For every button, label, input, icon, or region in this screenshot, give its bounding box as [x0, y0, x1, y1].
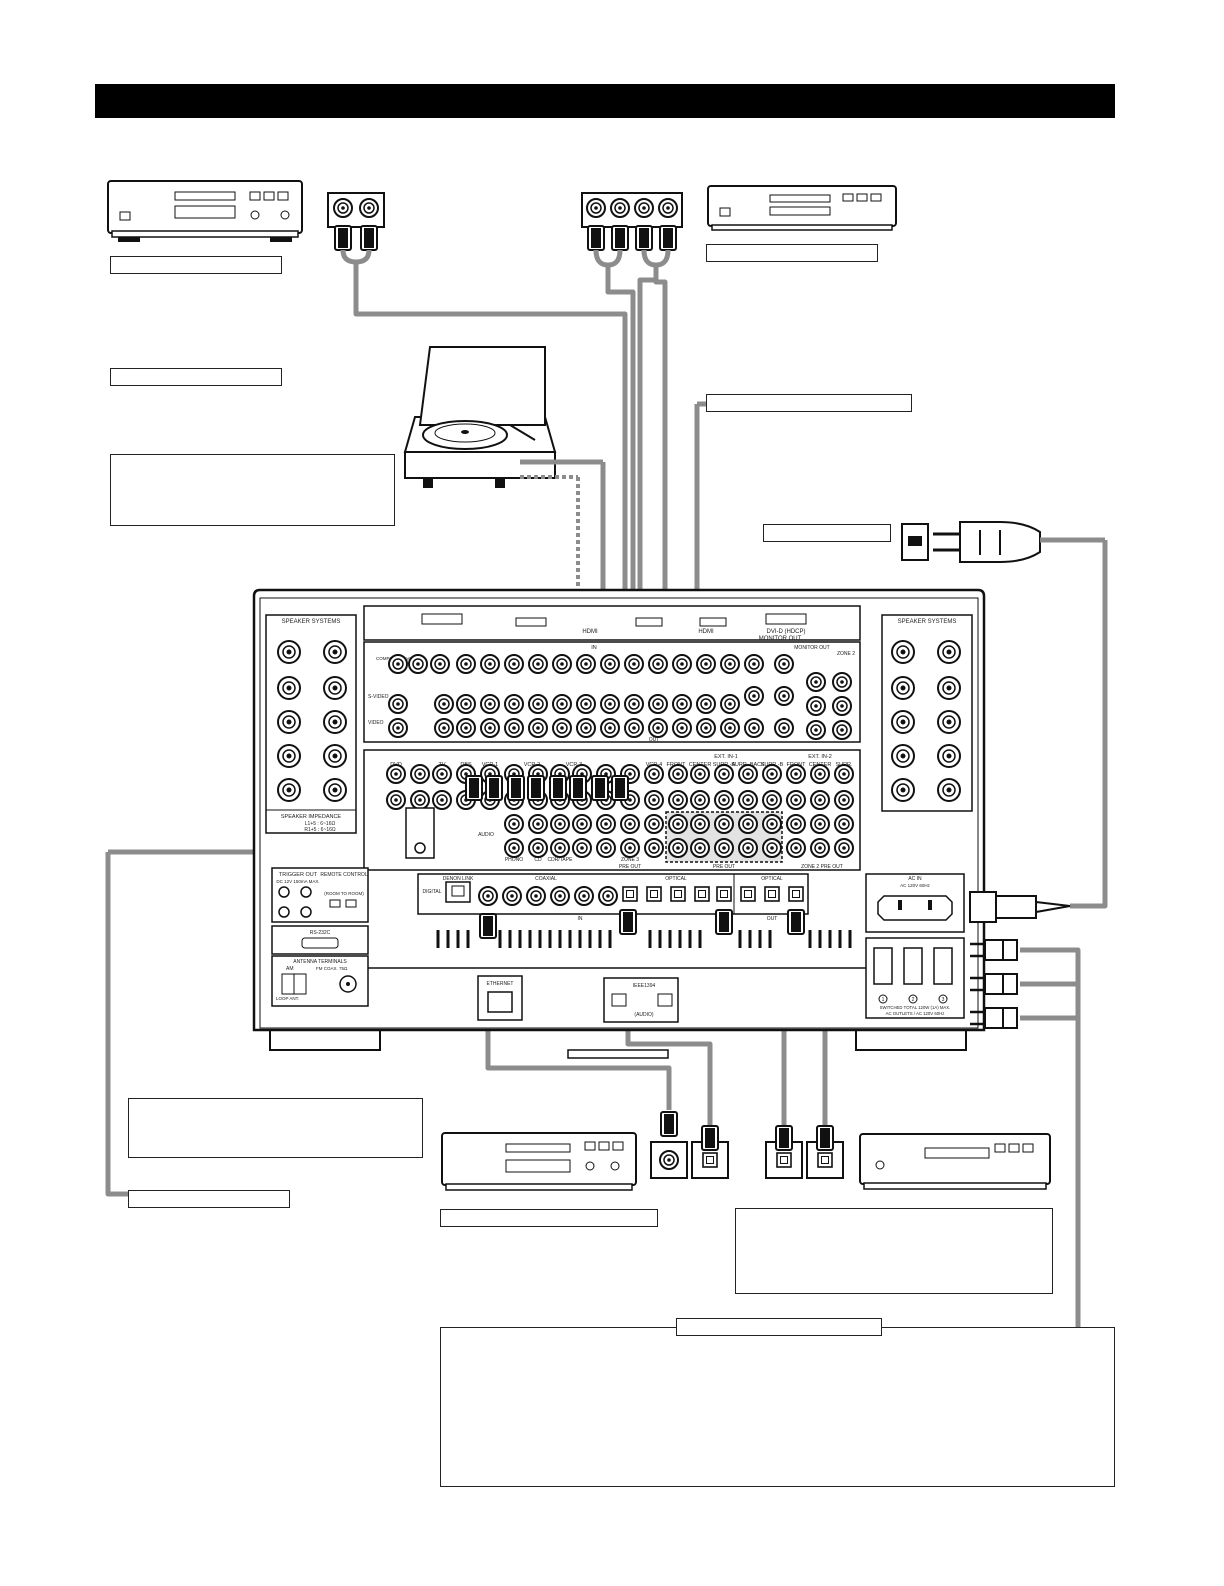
- label-box-dvd-recorder: [706, 244, 878, 262]
- digital-deck-device: [441, 1132, 637, 1191]
- video-section: IN COMPONENT VIDEO S-VIDEO VIDEO OUT MON…: [363, 641, 861, 743]
- digital-out-label: OUT: [767, 916, 778, 922]
- label-box-cd-player: [110, 256, 282, 274]
- ext-in1-label: EXT. IN-1: [714, 754, 738, 760]
- digital-io-section: DENON LINK DIGITAL COAXIAL OPTICAL OPTIC…: [417, 873, 809, 939]
- speaker-impedance-title: SPEAKER IMPEDANCE: [281, 814, 342, 820]
- hdmi-in-label: HDMI: [582, 629, 598, 635]
- trigger-remote-panel: TRIGGER OUT DC 12V 150mA MAX. REMOTE CON…: [271, 867, 369, 923]
- ac-in-label: AC IN: [908, 876, 922, 882]
- video-label: VIDEO: [368, 720, 384, 726]
- trigger-out-label: TRIGGER OUT: [279, 872, 318, 878]
- ac-outlets-label: SWITCHED TOTAL 120W (1A) MAX.: [880, 1005, 951, 1010]
- room-to-room-label: (ROOM TO ROOM): [324, 891, 364, 896]
- loop-ant-label: LOOP ANT.: [276, 996, 299, 1001]
- speaker-systems-right-title: SPEAKER SYSTEMS: [898, 619, 957, 625]
- pre-out-label-1: PRE OUT: [619, 864, 641, 870]
- label-box-digital-deck: [440, 1209, 658, 1227]
- network-section: ETHERNET IEEE1394 (AUDIO): [477, 975, 679, 1023]
- zone2-pre-out-label: ZONE 2 PRE OUT: [801, 864, 843, 870]
- label-box-ac-outlets-title: [676, 1318, 882, 1336]
- ieee-audio-label: (AUDIO): [634, 1012, 654, 1018]
- am-label: AM: [286, 966, 294, 972]
- dvd-recorder-jacks: [581, 192, 683, 251]
- speaker-impedance-r: R1+5 : 6~16Ω: [304, 827, 336, 833]
- hdmi-dvi-strip: HDMI HDMI DVI-D (HDCP) MONITOR OUT: [363, 605, 861, 642]
- digital-in-label: IN: [578, 916, 583, 922]
- ieee1394-label: IEEE1394: [633, 983, 656, 989]
- ac-outlets-label-2: AC OUTLETS / AC 120V 60Hz: [886, 1011, 945, 1016]
- audio-vcr3-label: VCR-3: [566, 762, 583, 768]
- monitor-out-sub-label: MONITOR OUT: [794, 645, 829, 651]
- cd-player-output-jacks: [327, 192, 385, 251]
- note-box-ac-outlets: [440, 1327, 1115, 1487]
- audio-vcr2-label: VCR-2: [524, 762, 541, 768]
- section-header-bar: [95, 84, 1115, 118]
- dvd-recorder-device: [707, 185, 897, 231]
- denon-link-label: DENON LINK: [443, 876, 474, 882]
- label-box-ac-outlet: [763, 524, 891, 542]
- label-box-turntable: [110, 368, 282, 386]
- optical-out-label: OPTICAL: [761, 876, 783, 882]
- cdr-tape-label: CDR/TAPE: [548, 857, 574, 863]
- note-box-denon-link: [128, 1098, 423, 1158]
- audio-label: AUDIO: [478, 832, 494, 838]
- audio-section: DVD TV DBS VCR-1 VCR-2 VCR-3 VCR-4 FRONT…: [363, 749, 861, 871]
- antenna-label: ANTENNA TERMINALS: [293, 959, 347, 965]
- md-deck-device: [859, 1133, 1051, 1190]
- rs232c-label: RS-232C: [310, 930, 331, 936]
- cd-player-device: [107, 180, 303, 242]
- rs232c-panel: RS-232C: [271, 925, 369, 955]
- monitor-out-label: MONITOR OUT: [759, 636, 802, 642]
- turntable-device: [403, 346, 557, 488]
- speaker-terminals-right: SPEAKER SYSTEMS: [881, 614, 973, 812]
- video-in-label: IN: [591, 645, 597, 651]
- pre-out-label-2: PRE OUT: [713, 864, 735, 870]
- zone3-label: ZONE 3: [621, 857, 639, 863]
- video-out-label: OUT: [649, 737, 660, 743]
- phono-label: PHONO: [505, 857, 523, 863]
- antenna-panel: ANTENNA TERMINALS AM FM COAX. 75Ω LOOP A…: [271, 955, 369, 1007]
- speaker-systems-left-title: SPEAKER SYSTEMS: [282, 619, 341, 625]
- trigger-spec-label: DC 12V 150mA MAX.: [276, 879, 319, 884]
- ac-in-spec: AC 120V 60Hz: [900, 883, 931, 888]
- digital-label: DIGITAL: [422, 889, 441, 895]
- label-box-denon-link: [128, 1190, 290, 1208]
- svideo-label: S-VIDEO: [368, 694, 389, 700]
- ac-plug-top: [901, 521, 1041, 563]
- optical-in-label: OPTICAL: [665, 876, 687, 882]
- cd-label: CD: [534, 857, 542, 863]
- speaker-terminals-left: SPEAKER SYSTEMS SPEAKER IMPEDANCE L1+5 :…: [265, 614, 357, 834]
- dvi-label: DVI-D (HDCP): [767, 629, 806, 635]
- zone2-video-label: ZONE 2: [837, 651, 855, 657]
- label-box-preout: [706, 394, 912, 412]
- digital-deck-jacks: [650, 1111, 729, 1179]
- outlet-num-1: 1: [882, 997, 885, 1003]
- note-box-optical: [735, 1208, 1053, 1294]
- outlet-num-3: 3: [942, 997, 945, 1003]
- ethernet-label: ETHERNET: [487, 981, 514, 987]
- coaxial-label: COAXIAL: [535, 876, 557, 882]
- ext-in2-label: EXT. IN-2: [808, 754, 832, 760]
- hdmi-out-label: HDMI: [698, 629, 714, 635]
- speaker-impedance-l: L1+5 : 6~16Ω: [305, 821, 336, 827]
- fm-label: FM COAX. 75Ω: [316, 966, 348, 971]
- ac-section: AC IN AC 120V 60Hz 1 2 3 SWITCHED TOTAL …: [865, 873, 1071, 1029]
- note-box-turntable: [110, 454, 395, 526]
- remote-control-label: REMOTE CONTROL: [320, 872, 367, 878]
- outlet-num-2: 2: [912, 997, 915, 1003]
- md-deck-jacks: [765, 1125, 844, 1179]
